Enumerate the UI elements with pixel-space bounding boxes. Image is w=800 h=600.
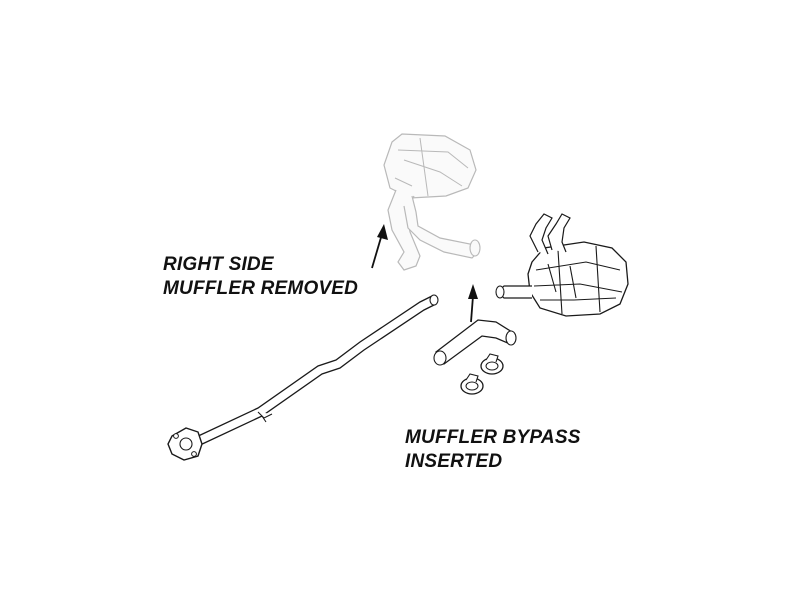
removed-muffler — [383, 133, 481, 271]
clamp-lower — [460, 373, 484, 395]
front-pipe — [167, 294, 439, 461]
callout-bypass-line1: MUFFLER BYPASS — [405, 427, 581, 448]
callout-muffler-removed: RIGHT SIDE MUFFLER REMOVED — [163, 253, 358, 301]
bypass-pipe — [433, 319, 517, 366]
callout-bypass-inserted: MUFFLER BYPASS INSERTED — [405, 426, 581, 474]
arrow-removed — [371, 224, 388, 269]
clamp-upper — [480, 353, 504, 375]
callout-removed-line1: RIGHT SIDE — [163, 254, 274, 275]
left-muffler — [495, 213, 629, 317]
callout-bypass-line2: INSERTED — [405, 451, 503, 472]
callout-removed-line2: MUFFLER REMOVED — [163, 278, 359, 299]
arrow-bypass — [468, 284, 478, 323]
